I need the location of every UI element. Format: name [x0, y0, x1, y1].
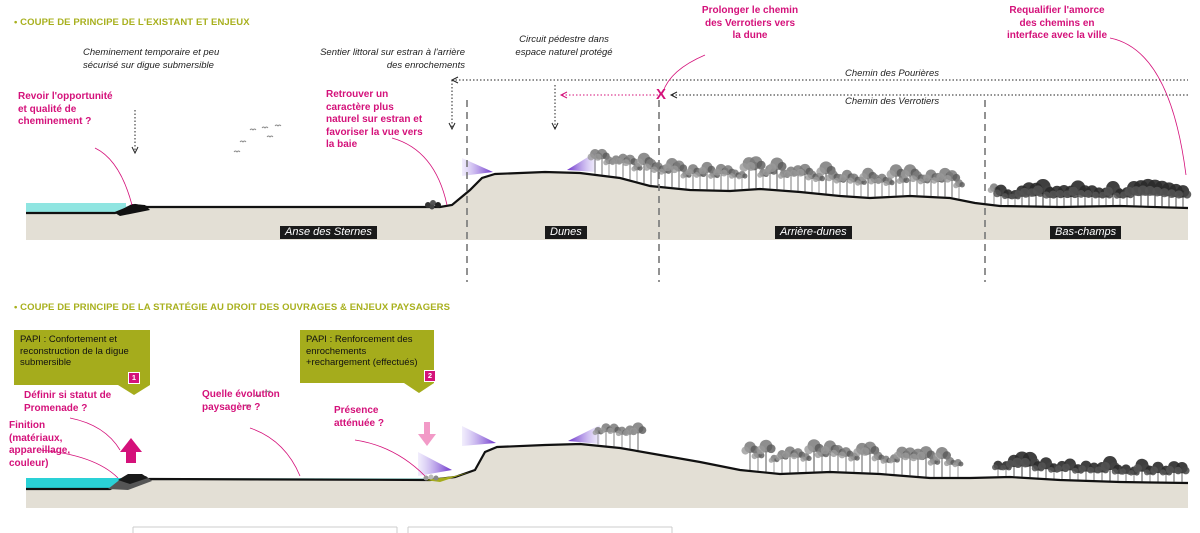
- view-cone-1a: [462, 158, 493, 176]
- note-requalifier: Requalifier l'amorce des chemins en inte…: [1006, 5, 1108, 41]
- ground-fill-2: [26, 444, 1188, 508]
- cheminement-drop-arrow: [131, 146, 139, 155]
- zone-bas-champs: Bas-champs: [1050, 226, 1122, 239]
- tree: [952, 178, 966, 200]
- path-verrotiers-arrow: [669, 91, 678, 99]
- ground-line-2: [26, 442, 1189, 491]
- leader-prolonger: [662, 54, 706, 93]
- digue-top: [118, 474, 148, 484]
- view-cone-2b: [462, 426, 496, 446]
- label-chemin-verrotiers: Chemin des Verrotiers: [845, 96, 940, 107]
- ground-fill-1: [26, 172, 1188, 240]
- label-chemin-pourieres: Chemin des Pourières: [845, 68, 939, 79]
- note-cheminement: Cheminement temporaire et peu sécurisé s…: [83, 47, 220, 71]
- papi-box-2-text: PAPI : Renforcement des enrochements +re…: [306, 334, 418, 368]
- view-cone-2c: [568, 425, 600, 444]
- cross-mark-icon: X: [656, 86, 667, 103]
- papi-box-1-text: PAPI : Confortement et reconstruction de…: [20, 334, 129, 368]
- note-sentier: Sentier littoral sur estran à l'arrière …: [320, 47, 465, 71]
- note-revoir: Revoir l'opportunité et qualité de chemi…: [18, 91, 113, 127]
- leader-revoir: [94, 147, 133, 206]
- path-pourieres-drop-arrow: [448, 122, 456, 131]
- papi-1-pointer: [118, 385, 150, 395]
- leader-presence: [354, 439, 426, 477]
- enrochements-2: [423, 474, 439, 481]
- zone-anse: Anse des Sternes: [280, 226, 377, 239]
- water-strip: [26, 203, 126, 213]
- section1-title: • COUPE DE PRINCIPE DE L'EXISTANT ET ENJ…: [14, 17, 250, 28]
- circuit-drop-arrow: [551, 122, 559, 131]
- papi-box-1: PAPI : Confortement et reconstruction de…: [14, 330, 150, 385]
- leader-quelle: [249, 427, 301, 477]
- leader-definir: [69, 417, 121, 451]
- water-strip-2: [26, 478, 121, 489]
- enrochements-1: [425, 200, 441, 210]
- section2-title: • COUPE DE PRINCIPE DE LA STRATÉGIE AU D…: [14, 302, 451, 313]
- leader-finition: [39, 449, 119, 479]
- arrow-down-presence-icon: [418, 422, 436, 446]
- leader-requalifier: [1109, 37, 1187, 176]
- papi-badge-1: 1: [128, 372, 140, 384]
- note-retrouver: Retrouver un caractère plus naturel sur …: [326, 89, 423, 150]
- note-definir: Définir si statut de Promenade ?: [24, 390, 112, 414]
- zone-dunes: Dunes: [545, 226, 587, 239]
- leader-retrouver: [391, 137, 448, 206]
- note-quelle: Quelle évolution paysagère ?: [202, 389, 280, 413]
- path-pourieres-arrow: [450, 76, 459, 84]
- digue-existing: [115, 204, 150, 216]
- section1-profile: [26, 170, 1189, 240]
- path-verrotiers-extension-arrow: [559, 91, 568, 99]
- birds-1: [233, 124, 282, 153]
- papi-badge-2: 2: [424, 370, 436, 382]
- view-cone-2a: [418, 452, 452, 476]
- note-prolonger: Prolonger le chemin des Verrotiers vers …: [701, 5, 799, 41]
- section2-profile: [26, 442, 1189, 508]
- note-finition: Finition (matériaux, appareillage, coule…: [9, 420, 71, 469]
- note-presence: Présence atténuée ?: [334, 405, 385, 429]
- arrow-up-promenade-icon: [120, 438, 142, 463]
- papi-2-pointer: [404, 383, 434, 393]
- ground-line-1: [26, 170, 1189, 215]
- note-circuit: Circuit pédestre dans espace naturel pro…: [515, 34, 613, 58]
- papi-box-2: PAPI : Renforcement des enrochements +re…: [300, 330, 434, 383]
- zone-arriere-dunes: Arrière-dunes: [775, 226, 852, 239]
